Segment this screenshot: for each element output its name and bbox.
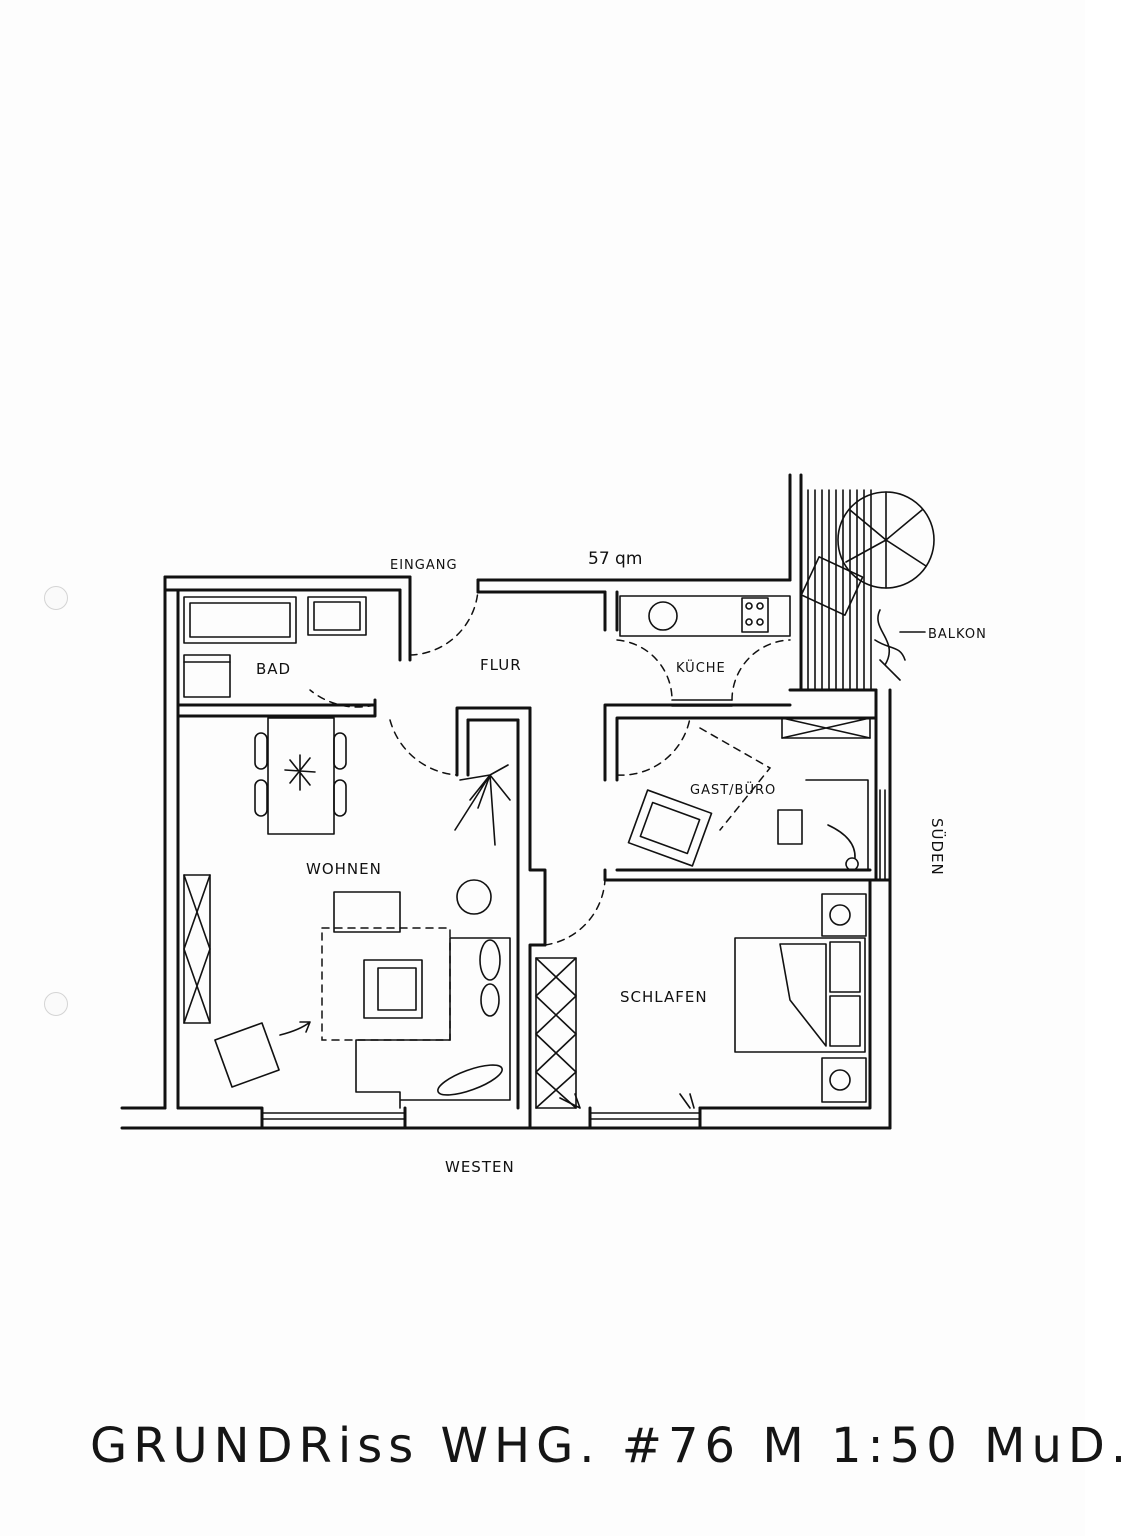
label-wohnen: WOHNEN xyxy=(306,860,382,878)
room-labels: EINGANG 57 qm BAD FLUR KÜCHE BALKON GAST… xyxy=(256,549,987,1176)
label-schlafen: SCHLAFEN xyxy=(620,988,708,1006)
label-area: 57 qm xyxy=(588,549,642,569)
guest-office-furniture xyxy=(627,717,871,871)
drawing-title: GRUNDRiss WHG. #76 M 1:50 MuD. xyxy=(90,1418,1132,1474)
door-swings xyxy=(309,589,791,946)
dining-table xyxy=(254,717,347,835)
interior-walls xyxy=(176,590,892,1110)
label-gast-buero: GAST/BÜRO xyxy=(690,781,776,798)
bedroom-furniture xyxy=(535,893,867,1109)
label-eingang: EINGANG xyxy=(390,558,458,573)
bathroom-fixtures xyxy=(183,596,367,698)
balcony-furniture xyxy=(800,489,935,691)
label-sueden: SÜDEN xyxy=(928,818,947,876)
punch-hole-top xyxy=(44,586,68,610)
label-bad: BAD xyxy=(256,660,291,678)
drawing-sheet: EINGANG 57 qm BAD FLUR KÜCHE BALKON GAST… xyxy=(44,473,1127,1474)
punch-hole-bottom xyxy=(44,992,68,1016)
label-westen: WESTEN xyxy=(445,1158,515,1176)
kitchen-fixtures xyxy=(619,595,791,707)
living-room-furniture xyxy=(183,764,511,1109)
label-kueche: KÜCHE xyxy=(676,659,726,676)
label-balkon: BALKON xyxy=(928,627,987,642)
exterior-walls xyxy=(120,473,892,1130)
floor-plan: EINGANG 57 qm BAD FLUR KÜCHE BALKON GAST… xyxy=(120,473,987,1176)
label-flur: FLUR xyxy=(480,656,522,674)
